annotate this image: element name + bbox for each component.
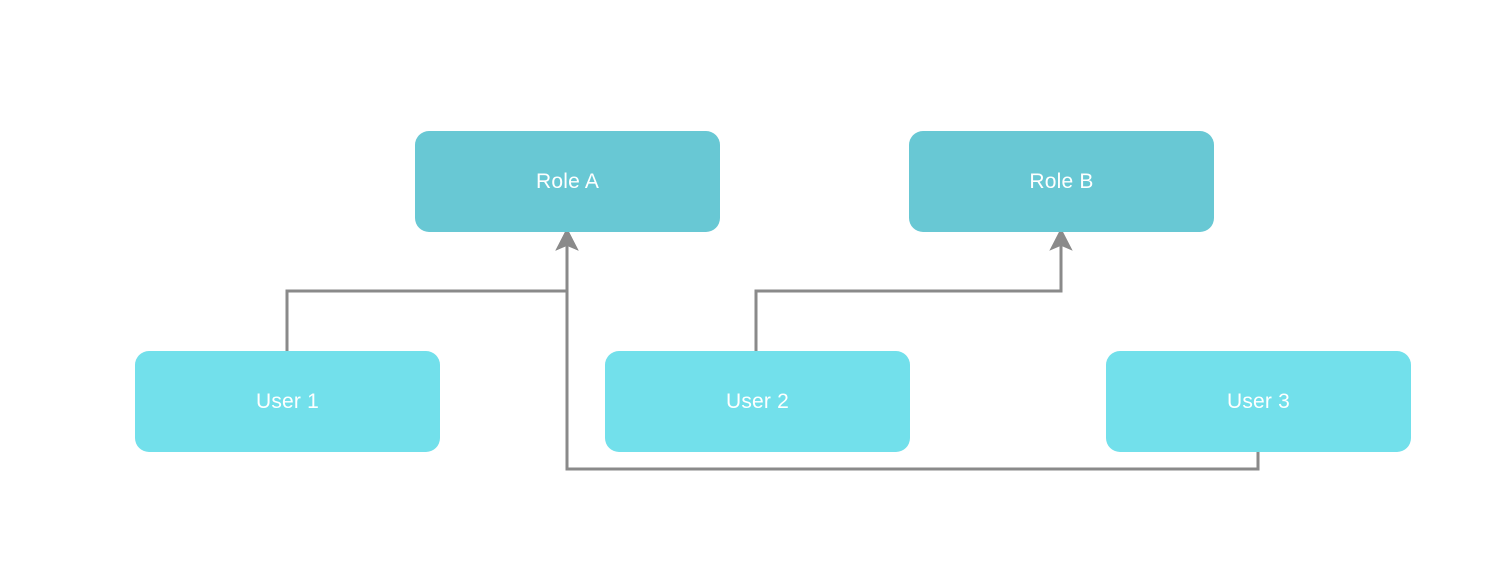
- node-role-b[interactable]: Role B: [909, 131, 1214, 232]
- node-user-2[interactable]: User 2: [605, 351, 910, 452]
- node-user-1[interactable]: User 1: [135, 351, 440, 452]
- node-label-role-a: Role A: [535, 169, 600, 193]
- node-label-user-3: User 3: [1226, 389, 1291, 413]
- edge-user3-to-role-a: [555, 227, 1260, 471]
- node-label-user-2: User 2: [725, 389, 790, 413]
- edge-user2-to-role-b: [754, 227, 1073, 351]
- node-role-a[interactable]: Role A: [415, 131, 720, 232]
- node-label-user-1: User 1: [255, 389, 320, 413]
- node-user-3[interactable]: User 3: [1106, 351, 1411, 452]
- edge-user1-to-role-a: [285, 227, 579, 351]
- node-label-role-b: Role B: [1029, 169, 1094, 193]
